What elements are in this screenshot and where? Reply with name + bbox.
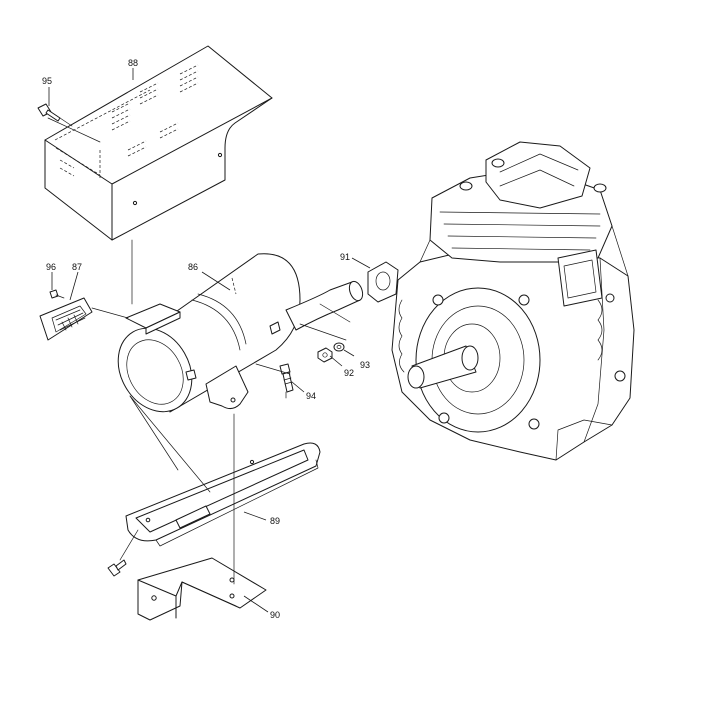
callout-91: 91 — [340, 252, 350, 262]
callout-93: 93 — [360, 360, 370, 370]
callouts: 88 95 96 87 86 91 92 93 94 89 90 — [42, 58, 370, 620]
callout-92: 92 — [344, 368, 354, 378]
part-94-bolt — [279, 363, 294, 393]
callout-89: 89 — [270, 516, 280, 526]
part-89-plate — [125, 442, 321, 547]
leader-lines — [48, 68, 371, 613]
callout-88: 88 — [128, 58, 138, 68]
part-90-bracket — [137, 557, 267, 621]
part-93-washer — [333, 342, 345, 352]
callout-87: 87 — [72, 262, 82, 272]
callout-95: 95 — [42, 76, 52, 86]
part-89-screw — [107, 559, 127, 577]
callout-86: 86 — [188, 262, 198, 272]
part-95-screw — [37, 103, 73, 127]
callout-90: 90 — [270, 610, 280, 620]
part-91-gasket — [367, 261, 399, 303]
callout-96: 96 — [46, 262, 56, 272]
engine — [391, 141, 635, 461]
callout-94: 94 — [306, 391, 316, 401]
part-88-heat-shield — [44, 45, 273, 241]
part-92-nut — [317, 347, 333, 363]
part-96-screw — [49, 289, 65, 299]
part-87-screen — [39, 297, 93, 341]
assembly-lines — [47, 117, 351, 585]
part-86-muffler — [117, 253, 364, 413]
